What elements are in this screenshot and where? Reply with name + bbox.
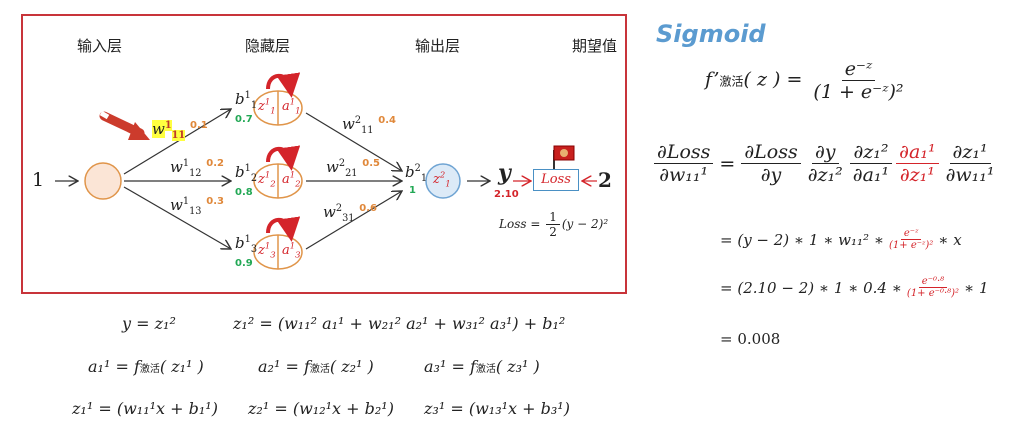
- eq-z1: z₁¹ = (w₁₁¹x + b₁¹): [72, 399, 218, 418]
- chain-term: ∂y∂z₁²: [807, 141, 843, 186]
- bias-value: 0.7: [235, 114, 253, 125]
- sigmoid-derivative: f’激活( z ) = e⁻ᶻ(1 + e⁻ᶻ)²: [705, 58, 904, 103]
- y-label: y: [498, 160, 511, 186]
- input-layer-title: 输入层: [77, 37, 123, 55]
- a-label: a11: [282, 96, 301, 116]
- eq-a3: a₃¹ = f激活( z₃¹ ): [424, 357, 540, 376]
- edge-w11-2: [305, 112, 402, 171]
- eq-a2: a₂¹ = f激活( z₂¹ ): [258, 357, 374, 376]
- weight-value: 0.1: [190, 120, 208, 131]
- y-value: 2.10: [494, 189, 519, 200]
- eq-z2: z₁² = (w₁₁² a₁¹ + w₂₁² a₂¹ + w₃₁² a₃¹) +…: [233, 314, 566, 333]
- weight-value: 0.4: [378, 115, 396, 126]
- input-node: [84, 162, 122, 200]
- weight-w12-1: w112 0.2: [170, 158, 224, 179]
- hidden-layer-title: 隐藏层: [245, 37, 291, 55]
- z-label: z11: [258, 96, 276, 116]
- network-frame: [21, 14, 627, 294]
- eq-a1: a₁¹ = f激活( z₁¹ ): [88, 357, 204, 376]
- chain-rule: ∂Loss∂w₁₁¹ = ∂Loss∂y ∂y∂z₁² ∂z₁²∂a₁¹ ∂a₁…: [652, 141, 1000, 186]
- pointer-arrow-icon: [99, 110, 150, 140]
- chain-term: ∂z₁²∂a₁¹: [850, 141, 892, 186]
- network-graph: [55, 72, 597, 270]
- weight-w13-1: w113 0.3: [170, 196, 224, 217]
- bias-b2-1: b12: [235, 163, 258, 184]
- output-node-label: z21: [433, 169, 451, 189]
- derivation-step-2: = (2.10 − 2) ∗ 1 ∗ 0.4 ∗ e⁻⁰·⁸(1+ e⁻⁰·⁸)…: [720, 276, 989, 299]
- edge-w31-2: [305, 191, 402, 250]
- sigmoid-title: Sigmoid: [656, 20, 766, 48]
- hidden-node-2: [253, 145, 303, 199]
- weight-w21-2: w221 0.5: [326, 158, 380, 179]
- expected-value-title: 期望值: [572, 37, 618, 55]
- flag-icon: [553, 145, 575, 170]
- bias-b3-1: b13: [235, 234, 258, 255]
- weight-w11-2: w211 0.4: [342, 115, 396, 136]
- bias-b1-2: b21: [405, 163, 428, 184]
- weight-w31-2: w231 0.6: [323, 203, 377, 224]
- bias-b1-1: b11: [235, 90, 258, 111]
- chain-term: ∂z₁¹∂w₁₁¹: [945, 141, 995, 186]
- hidden-node-1: [253, 72, 303, 126]
- chain-term-highlighted: ∂a₁¹∂z₁¹: [896, 141, 939, 186]
- hidden-node-3: [253, 216, 303, 270]
- loss-box: Loss: [533, 169, 579, 191]
- derivation-step-1: = (y − 2) ∗ 1 ∗ w₁₁² ∗ e⁻ᶻ(1+ e⁻ᶻ)² ∗ x: [720, 228, 962, 251]
- bias-value: 0.8: [235, 187, 253, 198]
- eq-z2-1: z₂¹ = (w₁₂¹x + b₂¹): [248, 399, 394, 418]
- expected-value: 2: [598, 168, 612, 192]
- weight-w11-1: w111 0.1: [152, 120, 208, 141]
- bias-value: 0.9: [235, 258, 253, 269]
- z-label: z12: [258, 169, 276, 189]
- chain-term: ∂Loss∂y: [741, 141, 801, 186]
- weight-value: 0.6: [359, 203, 377, 214]
- weight-value: 0.3: [206, 196, 224, 207]
- edge-w13-1: [123, 186, 231, 249]
- eq-z3: z₃¹ = (w₁₃¹x + b₃¹): [424, 399, 570, 418]
- a-label: a12: [282, 169, 301, 189]
- output-node: [425, 163, 461, 199]
- a-label: a13: [282, 240, 301, 260]
- weight-value: 0.2: [206, 158, 224, 169]
- weight-value: 0.5: [362, 158, 380, 169]
- output-layer-title: 输出层: [415, 37, 461, 55]
- derivation-result: = 0.008: [720, 330, 781, 348]
- input-value: 1: [32, 169, 45, 191]
- eq-y: y = z₁²: [122, 314, 176, 333]
- edge-w11-1: [123, 109, 231, 175]
- output-bias-value: 1: [409, 185, 416, 196]
- z-label: z13: [258, 240, 276, 260]
